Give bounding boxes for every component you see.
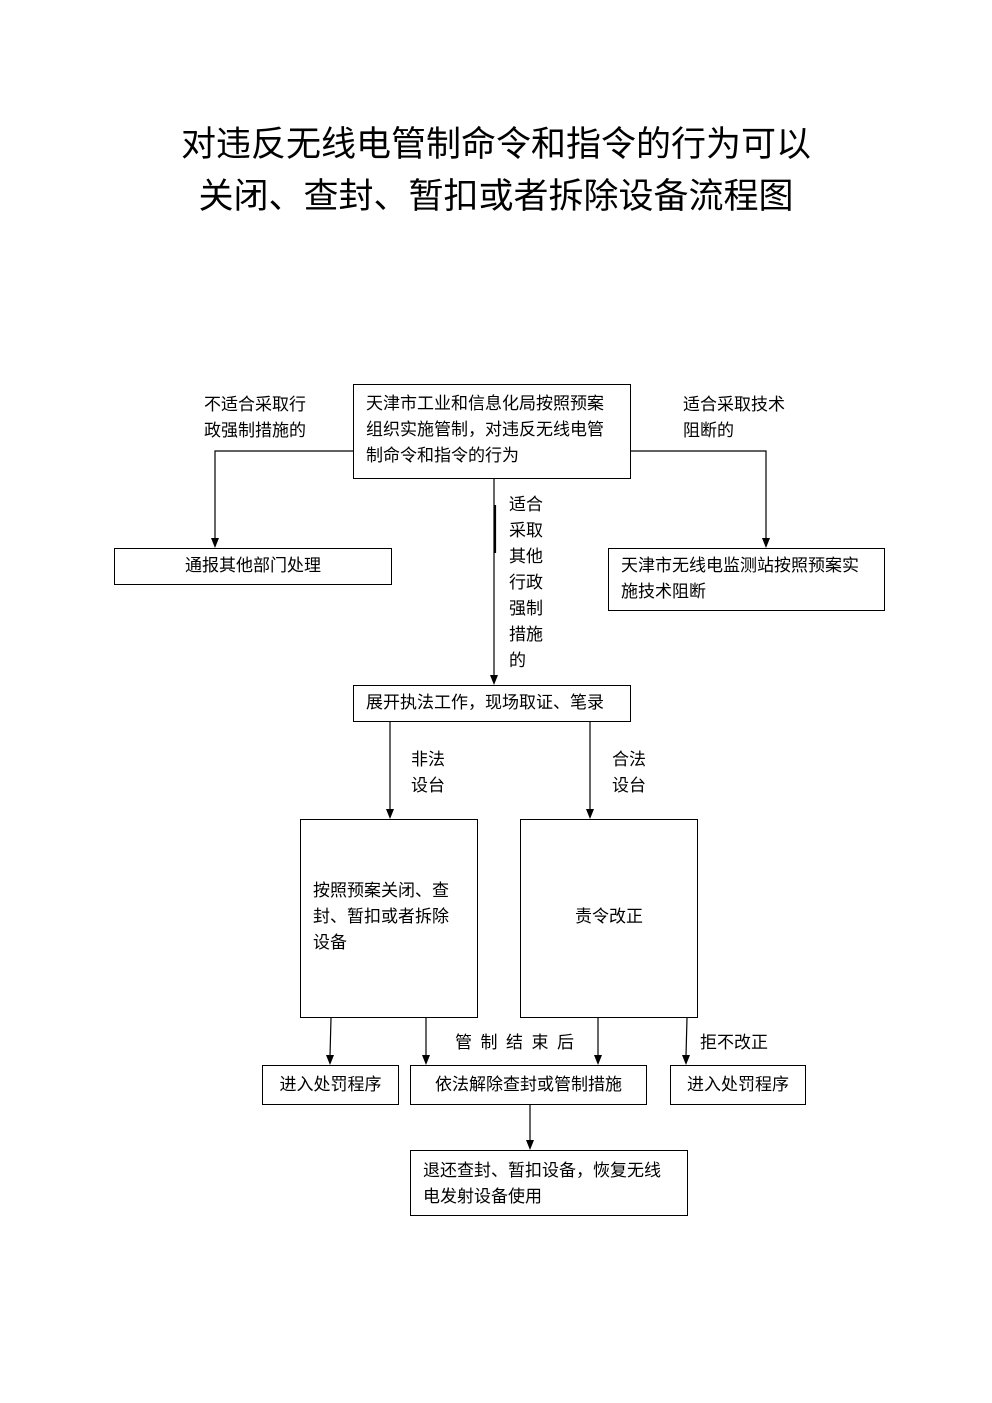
edge-label-illegal-station: 非法 设台 [411, 747, 445, 799]
node-start: 天津市工业和信息化局按照预案 组织实施管制，对违反无线电管 制命令和指令的行为 [353, 384, 631, 479]
arrowhead-penalty-right [682, 1055, 690, 1065]
node-close-line: 按照预案关闭、查 [313, 881, 449, 901]
node-penalty-left: 进入处罚程序 [262, 1065, 399, 1105]
edge-label-line: 适合 [509, 495, 543, 515]
edge-label-line: 非法 [411, 750, 445, 770]
node-start-line: 制命令和指令的行为 [366, 446, 519, 466]
connector-close-to-penalty [329, 1017, 332, 1057]
edge-label-legal-station: 合法 设台 [612, 747, 646, 799]
edge-label-refuse-correction: 拒不改正 [700, 1033, 768, 1053]
edge-label-line: 措施 [509, 625, 543, 645]
edge-label-line: 强制 [509, 599, 543, 619]
arrowhead-release-left [422, 1055, 430, 1065]
connector-start-to-tech [630, 450, 767, 539]
arrowhead-correct [586, 809, 594, 819]
node-start-line: 天津市工业和信息化局按照预案 [366, 394, 604, 414]
edge-label-line: 阻断的 [683, 421, 734, 441]
node-close-line: 设备 [313, 933, 347, 953]
edge-label-line: 其他 [509, 547, 543, 567]
arrowhead-enforce [490, 675, 498, 685]
arrowhead-close [386, 809, 394, 819]
edge-label-line: 适合采取技术 [683, 395, 785, 415]
edge-label-line: 合法 [612, 750, 646, 770]
node-order-correction: 责令改正 [520, 819, 698, 1018]
arrowhead-penalty-left [326, 1055, 334, 1065]
node-penalty-right: 进入处罚程序 [670, 1065, 806, 1105]
edge-label-line: 不适合采取行 [204, 395, 306, 415]
node-notify-other-departments: 通报其他部门处理 [114, 548, 392, 585]
edge-label-line: 政强制措施的 [204, 421, 306, 441]
connector-correct-to-penalty [685, 1017, 688, 1057]
node-return-equipment: 退还查封、暂扣设备，恢复无线 电发射设备使用 [410, 1150, 688, 1216]
node-start-line: 组织实施管制，对违反无线电管 [366, 420, 604, 440]
arrowhead-release-right [594, 1055, 602, 1065]
edge-label-line: 采取 [509, 521, 543, 541]
edge-label-other-admin: 适合 采取 其他 行政 强制 措施 的 [509, 492, 543, 674]
node-release-measures: 依法解除查封或管制措施 [410, 1065, 647, 1105]
edge-label-control-end: 管制结束后 [455, 1033, 583, 1053]
node-technical-blocking: 天津市无线电监测站按照预案实 施技术阻断 [608, 548, 885, 611]
node-return-line: 电发射设备使用 [423, 1187, 542, 1207]
edge-label-line: 设台 [411, 776, 445, 796]
page-title-line-1: 对违反无线电管制命令和指令的行为可以 [180, 125, 811, 165]
arrowhead-notify [211, 538, 219, 548]
node-close-seize: 按照预案关闭、查 封、暂扣或者拆除 设备 [300, 819, 478, 1018]
node-enforcement: 展开执法工作，现场取证、笔录 [353, 685, 631, 722]
connector-start-to-notify [214, 450, 353, 539]
edge-label-line: 的 [509, 651, 526, 671]
node-tech-line: 施技术阻断 [621, 582, 706, 602]
node-tech-line: 天津市无线电监测站按照预案实 [621, 556, 859, 576]
node-close-line: 封、暂扣或者拆除 [313, 907, 449, 927]
edge-label-tech: 适合采取技术 阻断的 [683, 392, 785, 444]
edge-label-not-admin: 不适合采取行 政强制措施的 [204, 392, 306, 444]
page-title-line-2: 关闭、查封、暂扣或者拆除设备流程图 [198, 177, 794, 217]
edge-label-line: 设台 [612, 776, 646, 796]
edge-label-line: 行政 [509, 573, 543, 593]
arrowhead-return [526, 1140, 534, 1150]
arrowhead-tech [762, 538, 770, 548]
node-return-line: 退还查封、暂扣设备，恢复无线 [423, 1161, 661, 1181]
